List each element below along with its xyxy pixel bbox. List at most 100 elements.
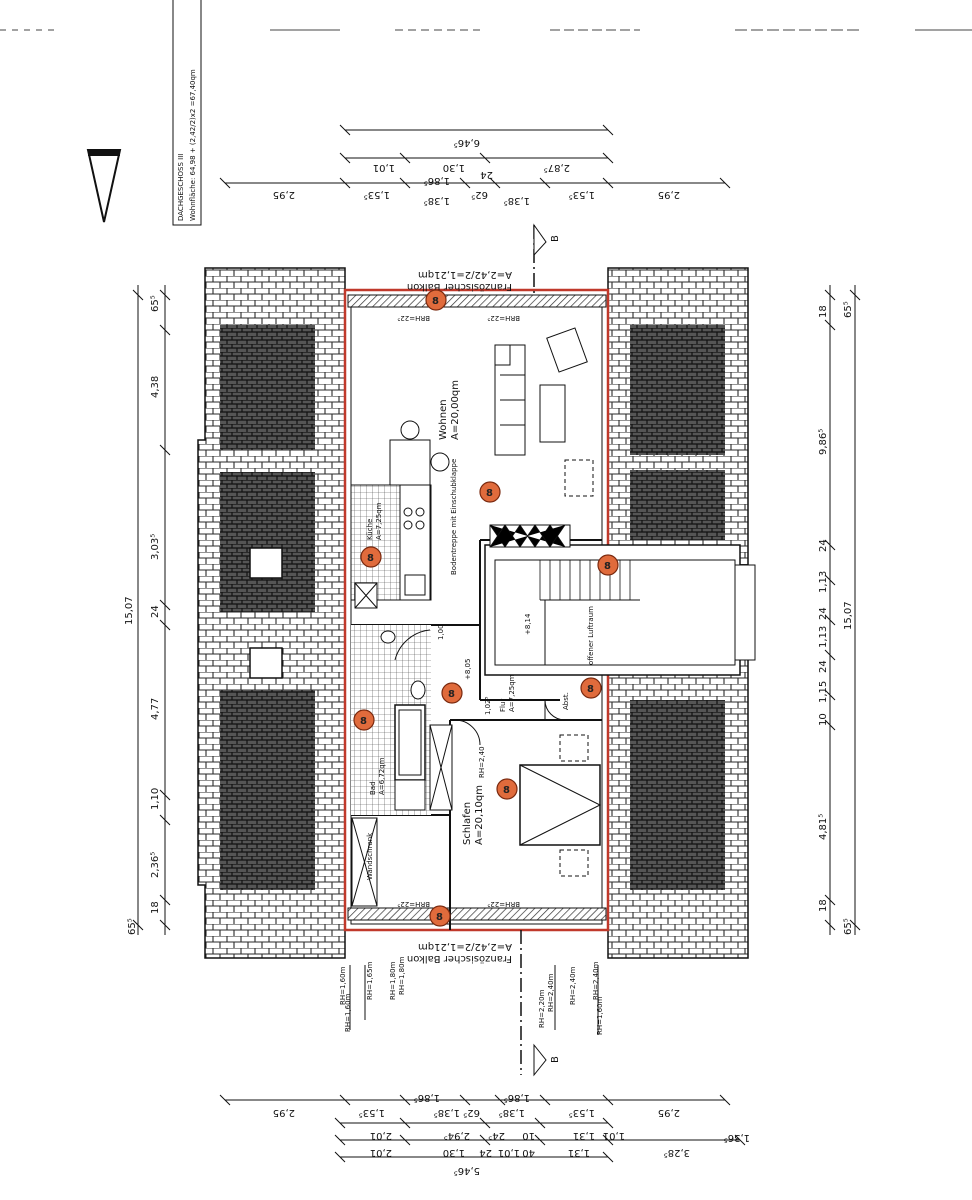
badge-flur (441, 682, 463, 704)
dim-bottom-row2: 1,01 (603, 1130, 625, 1141)
badge-balcony-top (425, 289, 447, 311)
dim-bottom-row3: 3,28⁵ (664, 1147, 690, 1158)
dim-left: 65⁵ (127, 918, 138, 935)
window-label: RH=1,60m (596, 996, 604, 1035)
dim-bottom-row1: 1,53⁵ (359, 1107, 385, 1118)
dim-bottom-row2: 2,01 (370, 1130, 392, 1141)
dim-bottom-row3: 24 (479, 1147, 492, 1158)
dim-left: 3,03⁵ (150, 534, 161, 560)
window-label: RH=1,60m (344, 993, 352, 1032)
dim-left: 18 (150, 901, 161, 914)
dim-right: 1,13 (818, 626, 829, 648)
window-label: RH=1,80m (398, 956, 406, 995)
dim-bottom-row2: 1,31 (573, 1130, 595, 1141)
dim-bottom-row1: 1,38⁵ (499, 1107, 525, 1118)
dim-bottom-row3: 1,36⁵ (724, 1132, 750, 1143)
dim-right: 1,13 (818, 571, 829, 593)
room-bad-area: A=6,72qm (378, 757, 386, 795)
room-wohnen-area: A=20,00qm (450, 380, 461, 440)
dim-top-row3: 1,53⁵ (364, 189, 390, 200)
badge-label: 8 (604, 561, 611, 572)
section-line-b: B B (520, 223, 561, 1077)
dimensions-left (132, 285, 171, 935)
badge-luftraum (580, 677, 602, 699)
dim-top-row2: 1,30 (443, 162, 465, 173)
balcony-bottom-area: A=2,42/2=1,21qm (418, 941, 512, 952)
storage-closet (351, 724, 453, 907)
dim-right: 9,86⁵ (818, 429, 829, 455)
dim-bottom-row1: 2,95 (658, 1107, 680, 1118)
badge-bad (353, 709, 375, 731)
dim-left-overall: 15,07 (124, 596, 135, 625)
badge-balcony-bottom (429, 905, 451, 927)
smoke-detector-badge-labels: 8 8 8 8 8 8 8 8 8 (360, 296, 611, 923)
section-b-top: B (550, 235, 561, 242)
smoke-detector-badges (353, 289, 619, 927)
dim-top-row3: 1,38⁵ (424, 195, 450, 206)
living-furniture (494, 327, 594, 497)
kitchen (350, 420, 450, 609)
room-schlafen-name: Schlafen (462, 802, 473, 845)
roof-tiles-right (607, 267, 749, 959)
dim-right: 18 (818, 899, 829, 912)
dim-top-overall: 6,46⁵ (454, 137, 480, 148)
dimension-labels-right: 18 65⁵ 9,86⁵ 24 1,13 24 1,13 24 1,15 10 … (818, 301, 854, 935)
dim-bottom-row1: 1,86⁵ (414, 1092, 440, 1103)
window-height-labels: RH=1,60m RH=1,65m RH=1,80m RH=1,80m RH=1… (339, 956, 604, 1035)
dimension-labels-bottom: 2,95 1,53⁵ 1,86⁵ 1,38⁵ 62⁵ 1,38⁵ 1,86⁵ 1… (273, 1092, 750, 1176)
dim-right: 24 (818, 660, 829, 673)
dim-bottom-row3: 2,01 (370, 1147, 392, 1158)
bed (519, 734, 602, 877)
dim-top-row3: 2,95 (273, 189, 295, 200)
dim-left: 4,38 (150, 376, 161, 398)
dim-bottom-overall: 5,46⁵ (454, 1165, 480, 1176)
dimension-labels-left: 65⁵ 4,38 3,03⁵ 24 4,77 1,10 2,36⁵ 18 65⁵… (124, 295, 161, 935)
dim-left: 1,10 (150, 788, 161, 810)
dim-left: 65⁵ (150, 295, 161, 312)
window-label: RH=2,40m (547, 973, 555, 1012)
roof-tiles-left (197, 267, 346, 959)
north-arrow-icon (86, 149, 122, 223)
dim-top-row2: 2,87⁵ (544, 162, 570, 173)
dim-left: 2,36⁵ (150, 852, 161, 878)
dim-bottom-row3: 1,30 (443, 1147, 465, 1158)
window-label: RH=2,20m (538, 989, 546, 1028)
badge-label: 8 (587, 684, 594, 695)
room-flur-area: A=7,25qm (508, 674, 516, 712)
badge-stair (597, 554, 619, 576)
dim-bottom-row3: 1,01 (498, 1147, 520, 1158)
dimension-labels-top: 6,46⁵ 1,01 1,30 24 2,87⁵ 2,95 1,53⁵ 1,38… (273, 137, 680, 206)
wandschrank-label: Wandschrank (366, 832, 374, 880)
badge-label: 8 (503, 785, 510, 796)
section-b-bottom: B (550, 1056, 561, 1063)
sill-top-left: BRH=22⁵ (397, 314, 430, 322)
balcony-top-area: A=2,42/2=1,21qm (418, 269, 512, 280)
dim-bottom-row1: 2,95 (273, 1107, 295, 1118)
badge-wohnen (479, 481, 501, 503)
dimensions-bottom (219, 1094, 746, 1163)
room-flur-name: Flur (499, 699, 507, 712)
room-wohnen-name: Wohnen (438, 399, 449, 440)
dim-top-row3: 1,53⁵ (569, 189, 595, 200)
dim-top-row3: 62⁵ (471, 189, 488, 200)
dim-bottom-row1: 1,38⁵ (434, 1107, 460, 1118)
window-label: RH=1,80m (389, 961, 397, 1000)
balcony-top-name: Französischer Balkon (407, 281, 512, 292)
dim-right: 65⁵ (843, 918, 854, 935)
dim-top-row3: 1,38⁵ (504, 195, 530, 206)
dim-bottom-row1: 62⁵ (463, 1107, 480, 1118)
badge-label: 8 (367, 553, 374, 564)
badge-label: 8 (432, 296, 439, 307)
dim-right: 18 (818, 305, 829, 318)
window-label: RH=2,40m (592, 961, 600, 1000)
window-label: RH=1,65m (366, 961, 374, 1000)
dim-bottom-row2: 24⁵ (488, 1130, 505, 1141)
dim-left: 4,77 (150, 698, 161, 720)
dim-bottom-row2: 2,94⁵ (444, 1130, 470, 1141)
room-schlafen-area: A=20,10qm (474, 785, 485, 845)
badge-label: 8 (448, 689, 455, 700)
title-line-1: DACHGESCHOSS III (177, 154, 185, 221)
room-bad-name: Bad (369, 781, 377, 795)
sill-bottom-left: BRH=22⁵ (397, 900, 430, 908)
